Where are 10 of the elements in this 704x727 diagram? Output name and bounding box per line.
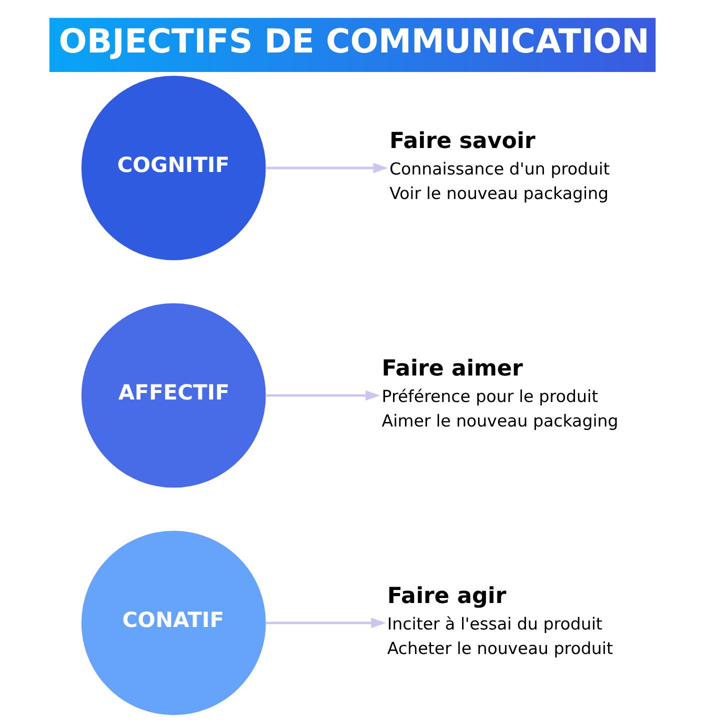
arrow [264, 390, 380, 400]
node-text: Faire savoir Connaissance d'un produit Voir le nouveau packaging [388, 128, 610, 202]
node-circle: AFFECTIF [80, 302, 266, 488]
arrow [264, 162, 388, 173]
arrow [264, 617, 386, 628]
node-text: Faire aimer Préférence pour le produit Aimer le nouveau packaging [381, 356, 618, 430]
node-circle: COGNITIF [80, 75, 266, 260]
node-text: Faire agir Inciter à l'essai du produit Acheter le nouveau produit [386, 584, 612, 658]
diagram-title: OBJECTIFS DE COMMUNICATION [58, 21, 649, 60]
node-circle: CONATIF [80, 530, 266, 715]
